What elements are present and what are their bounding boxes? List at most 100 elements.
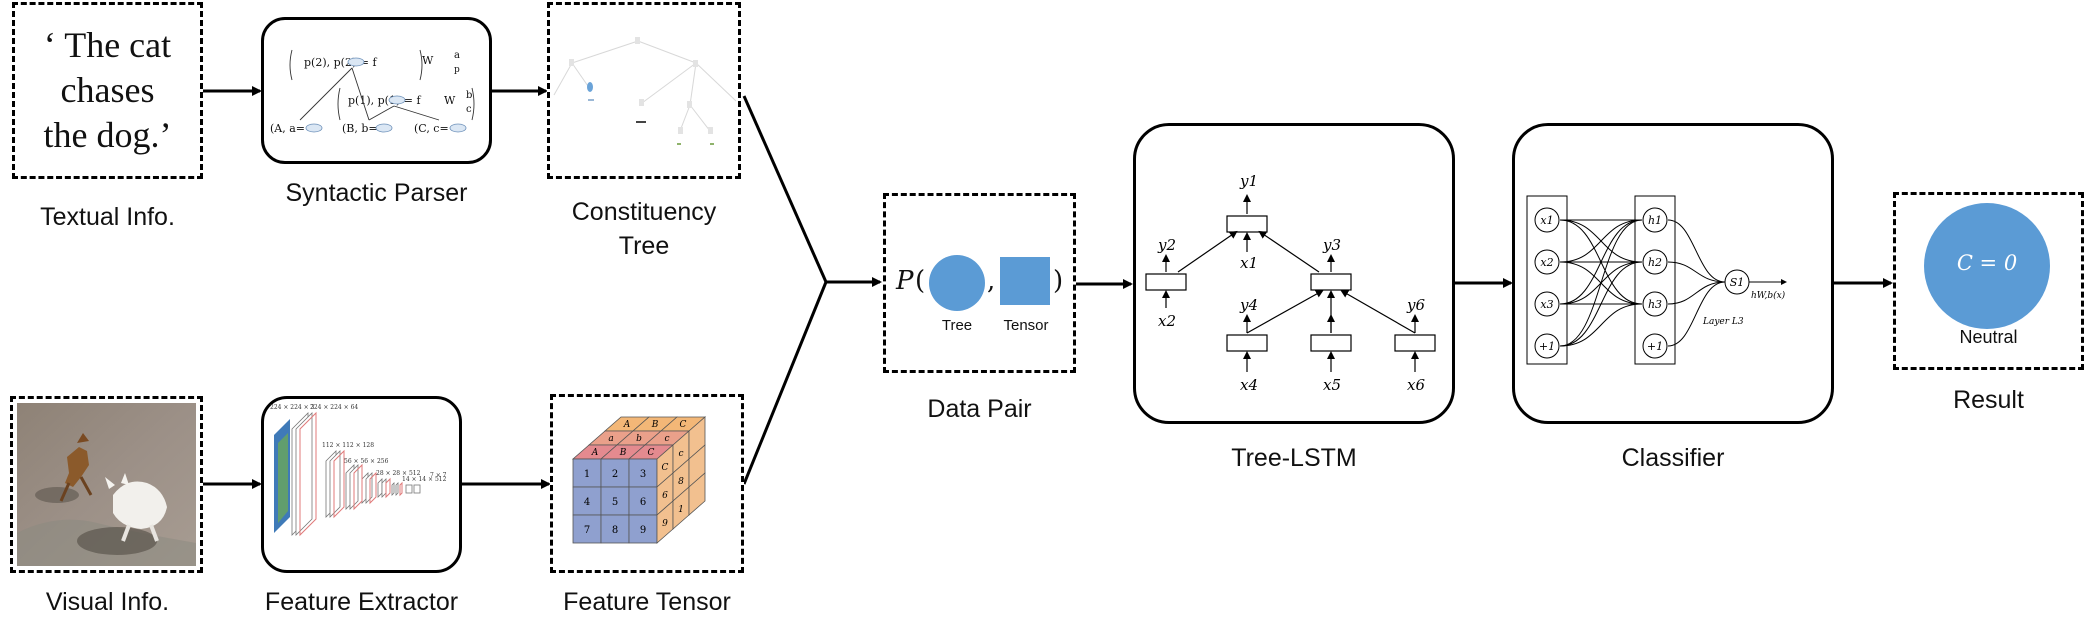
lstm-unit-4: [1226, 334, 1268, 352]
data-pair-label: Data Pair: [927, 395, 1032, 423]
result-class-name: Neutral: [1959, 327, 2018, 347]
open-paren: (: [915, 266, 926, 296]
svg-text:W: W: [444, 94, 456, 107]
classifier-label: Classifier: [1621, 444, 1725, 472]
tensor-side-label: 9: [662, 519, 668, 529]
tensor-square: [1000, 257, 1050, 305]
tree-lstm-label: Tree-LSTM: [1231, 444, 1357, 472]
tensor-side-label: 6: [662, 491, 668, 501]
input-node-label: +1: [1539, 340, 1555, 353]
textual-info-box: ‘ The cat chases the dog.’: [12, 2, 203, 179]
hidden-node: [1642, 333, 1668, 359]
output-node: [1724, 269, 1750, 295]
tensor-front-label: 1: [584, 469, 590, 480]
result-label: Result: [1953, 386, 2024, 414]
sentence-text: ‘ The cat chases the dog.’: [15, 23, 200, 158]
network-edge: [1559, 219, 1643, 263]
x4-label: x4: [1240, 376, 1258, 394]
tensor-front-label: 7: [584, 525, 590, 536]
hidden-node-label: +1: [1647, 340, 1663, 353]
tensor-top-label: C: [648, 448, 655, 458]
layer-dim-2: 224 × 224 × 64: [310, 404, 358, 411]
tensor-front-label: 2: [612, 469, 618, 480]
tensor-front-label: 8: [612, 525, 618, 536]
input-layer-frame: [1526, 195, 1568, 365]
tensor-front-cell: [600, 486, 630, 516]
tree-lstm-graphic: y1 y2 y3 y4 y6 x1 x2 x4 x5 x6: [1145, 172, 1436, 394]
feature-extractor-box: 224 × 224 × 3 224 × 224 × 64 112 × 112 ×…: [261, 396, 462, 573]
tensor-front-cell: [572, 458, 602, 488]
hidden-node: [1642, 249, 1668, 275]
y2-label: y2: [1157, 236, 1176, 254]
tree-caption: Tree: [941, 317, 973, 334]
constituency-tree-box: [547, 2, 741, 179]
tensor-side-cell: [688, 472, 706, 516]
input-node-label: x2: [1540, 256, 1553, 269]
layer-dim-3: 112 × 112 × 128: [322, 442, 374, 449]
tensor-top-label: A: [591, 448, 599, 458]
tensor-top-label: c: [664, 434, 669, 444]
network-edge: [1667, 219, 1726, 283]
result-circle: [1924, 203, 2050, 329]
constituency-tree-label: Constituency Tree: [547, 195, 741, 263]
output-label: hW,b(x): [1751, 290, 1786, 301]
svg-text:p: p: [454, 65, 460, 75]
visual-info-label: Visual Info.: [45, 588, 170, 616]
sentence-line: ‘ The cat: [43, 25, 172, 65]
network-edge: [1559, 219, 1643, 347]
visual-info-box: [10, 396, 203, 573]
network-edge: [1667, 281, 1726, 305]
tree-lstm-box: y1 y2 y3 y4 y6 x1 x2 x4 x5 x6: [1133, 123, 1455, 424]
constituency-label-line2: Tree: [618, 232, 670, 260]
lstm-unit-5: [1310, 334, 1352, 352]
tensor-caption: Tensor: [1003, 317, 1049, 334]
svg-text:b: b: [466, 90, 472, 101]
cnn-architecture-graphic: 224 × 224 × 3 224 × 224 × 64 112 × 112 ×…: [270, 404, 447, 537]
input-node-label: x3: [1540, 298, 1553, 311]
network-edge: [1667, 281, 1726, 347]
textual-info-label: Textual Info.: [40, 203, 175, 231]
tensor-top-label: C: [680, 420, 687, 430]
layer-dim-5: 28 × 28 × 512: [376, 470, 421, 477]
y6-label: y6: [1406, 296, 1425, 314]
hidden-node: [1642, 291, 1668, 317]
close-paren: ): [1053, 266, 1064, 296]
hidden-node-label: h2: [1648, 256, 1662, 269]
tensor-front-label: 9: [640, 525, 646, 536]
lstm-unit-6: [1394, 334, 1436, 352]
tensor-front-label: 6: [640, 497, 646, 508]
x5-label: x5: [1323, 376, 1341, 394]
tensor-front-cell: [600, 514, 630, 544]
hidden-layer-frame: [1634, 195, 1676, 365]
tensor-side-label: 8: [678, 477, 684, 487]
input-node: [1534, 333, 1560, 359]
svg-text:a: a: [454, 50, 460, 61]
output-node-label: S1: [1730, 276, 1745, 289]
dog-cat-photo: [17, 403, 196, 566]
parse-formula-graphic: p(2), p(2) = f p(1), p(1) = f (A, a= (B,…: [270, 49, 475, 135]
network-edge: [1559, 219, 1643, 305]
x2-label: x2: [1158, 312, 1176, 330]
tree-circle: [929, 255, 985, 311]
input-node: [1534, 249, 1560, 275]
layer-label: Layer L3: [1702, 317, 1744, 327]
input-node: [1534, 207, 1560, 233]
input-node-label: x1: [1540, 214, 1553, 227]
y3-label: y3: [1322, 236, 1341, 254]
result-box: C = 0 Neutral: [1893, 192, 2084, 370]
network-edge: [1667, 261, 1726, 283]
y1-label: y1: [1239, 172, 1258, 190]
tensor-side-label: C: [662, 463, 669, 473]
hidden-node-label: h1: [1648, 214, 1662, 227]
formula-top: p(2), p(2) = f: [304, 56, 377, 69]
layer-dim-6: 14 × 14 × 512: [402, 476, 447, 483]
formula-mid: p(1), p(1) = f: [348, 94, 421, 107]
tensor-side-label: c: [678, 449, 683, 459]
lstm-unit-1: [1226, 215, 1268, 233]
layer-dim-1: 224 × 224 × 3: [270, 404, 315, 411]
svg-text:c: c: [466, 104, 472, 115]
